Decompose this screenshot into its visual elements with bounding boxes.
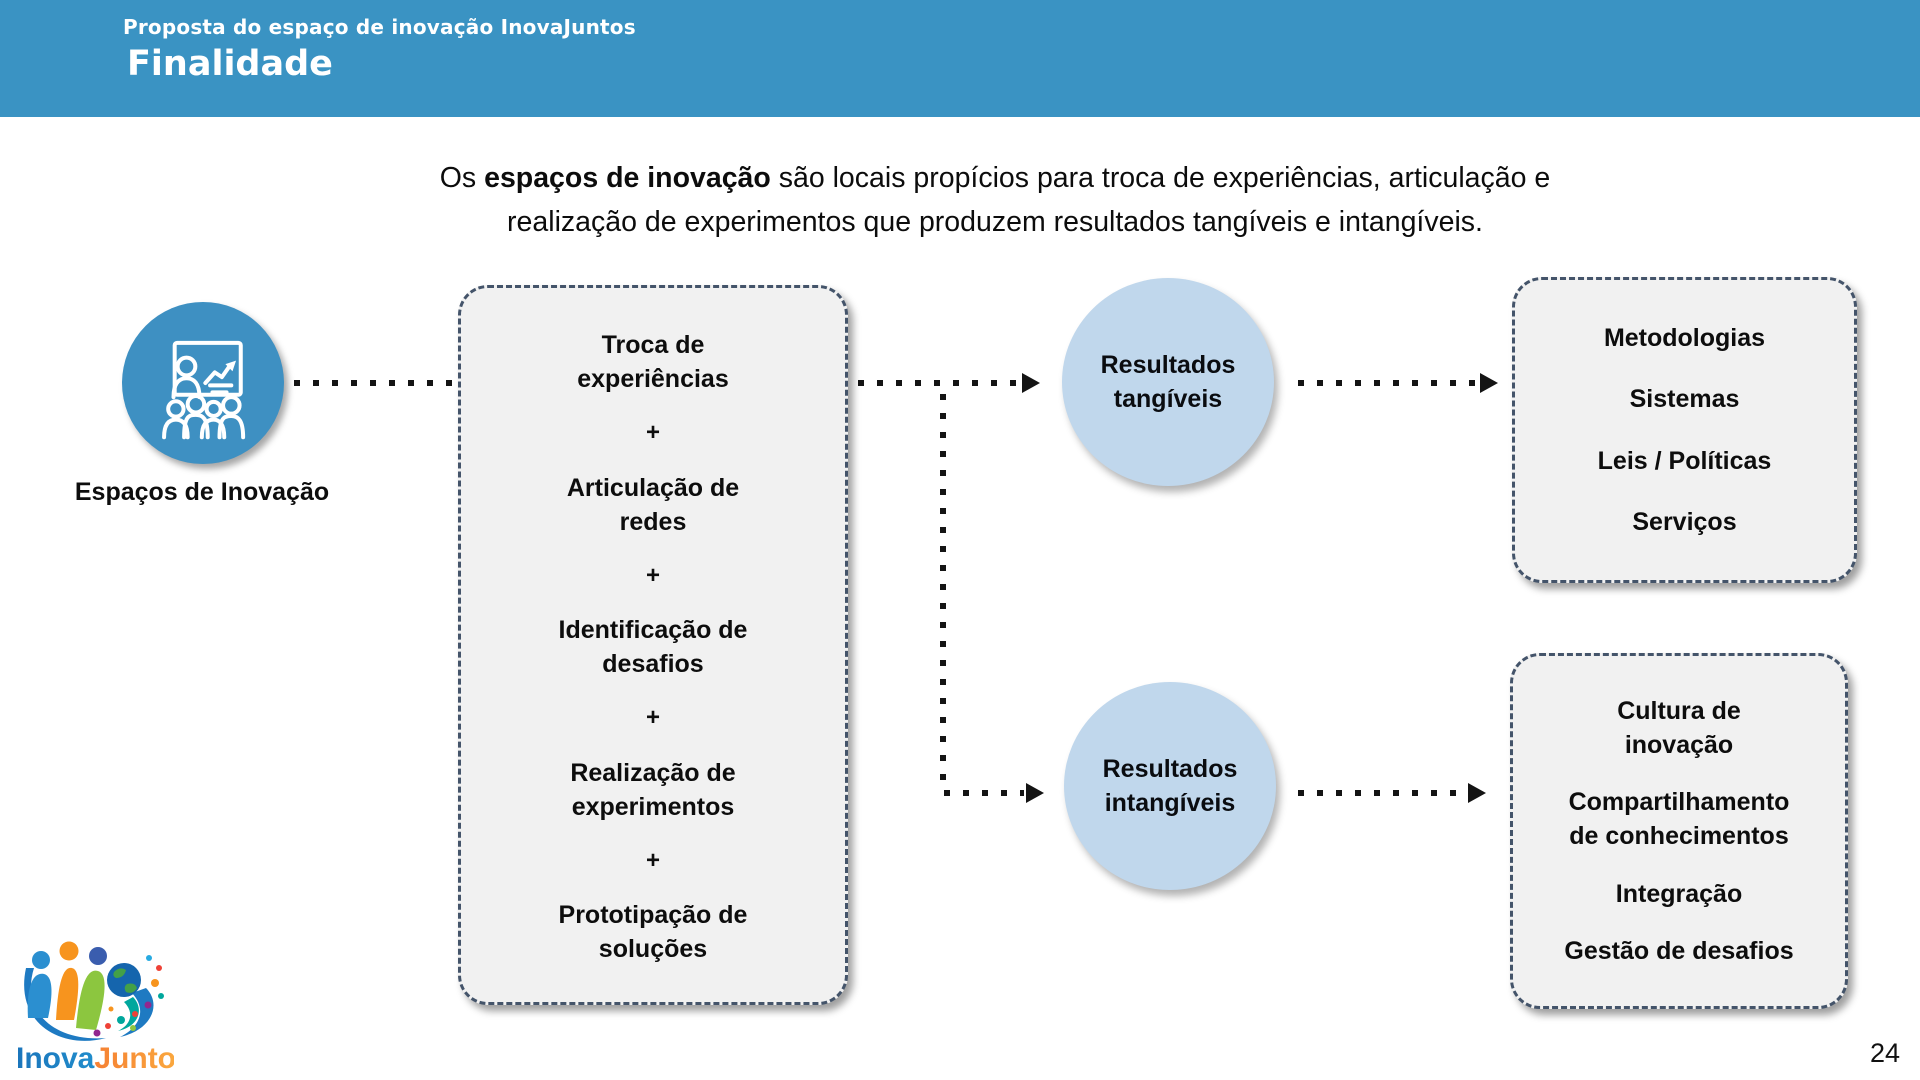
result-item: Integração — [1615, 879, 1743, 908]
intangible-results-box: Cultura de inovação Compartilhamento de … — [1510, 653, 1848, 1009]
process-item: Articulação de redes — [566, 473, 740, 536]
connector-process-to-tangible — [858, 380, 1022, 386]
connector-source-to-process — [294, 380, 454, 386]
connector-intangible-to-results — [1298, 790, 1466, 796]
process-item: Troca de experiências — [577, 331, 729, 393]
result-item: Serviços — [1632, 507, 1737, 536]
arrowhead-icon — [1480, 373, 1498, 393]
process-item: Identificação de desafios — [558, 616, 748, 678]
presentation-audience-icon — [162, 340, 246, 440]
result-item: Leis / Políticas — [1597, 446, 1772, 475]
result-item: Compartilhamento de conhecimentos — [1568, 788, 1790, 851]
plus-separator: + — [645, 561, 660, 589]
intro-rest: são locais propícios para troca de exper… — [507, 162, 1551, 238]
logo-text: InovaJuntos — [16, 1042, 174, 1075]
connector-vertical-branch — [940, 394, 946, 786]
plus-separator: + — [645, 846, 660, 874]
result-item: Metodologias — [1603, 324, 1766, 353]
plus-separator: + — [645, 419, 660, 447]
inovajuntos-logo: InovaJuntos — [16, 941, 174, 1075]
process-box: Troca de experiências + Articulação de r… — [458, 285, 848, 1005]
process-item: Prototipação de soluções — [558, 901, 748, 963]
intro-bold: espaços de inovação — [484, 162, 771, 194]
arrowhead-icon — [1468, 783, 1486, 803]
resultados-tangiveis-circle: Resultados tangíveis — [1062, 278, 1274, 486]
page-title: Finalidade — [127, 44, 333, 84]
process-item: Realização de experimentos — [570, 758, 736, 821]
resultados-intangiveis-circle: Resultados intangíveis — [1064, 682, 1276, 890]
connector-branch-to-intangible — [944, 790, 1024, 796]
espacos-de-inovacao-label: Espaços de Inovação — [74, 478, 330, 506]
intro-text: Os espaços de inovação são locais propíc… — [300, 156, 1690, 244]
result-item: Gestão de desafios — [1564, 937, 1794, 966]
slide-header: Proposta do espaço de inovação InovaJunt… — [0, 0, 1920, 117]
intro-pre: Os — [439, 162, 485, 194]
plus-separator: + — [645, 704, 660, 732]
arrowhead-icon — [1026, 783, 1044, 803]
tangible-results-box: Metodologias Sistemas Leis / Políticas S… — [1512, 277, 1857, 583]
connector-tangible-to-results — [1298, 380, 1478, 386]
espacos-de-inovacao-circle — [122, 302, 284, 464]
header-kicker: Proposta do espaço de inovação InovaJunt… — [123, 15, 636, 39]
page-number: 24 — [1869, 1038, 1900, 1068]
result-item: Cultura de inovação — [1617, 696, 1741, 759]
result-item: Sistemas — [1629, 385, 1740, 414]
arrowhead-icon — [1022, 373, 1040, 393]
